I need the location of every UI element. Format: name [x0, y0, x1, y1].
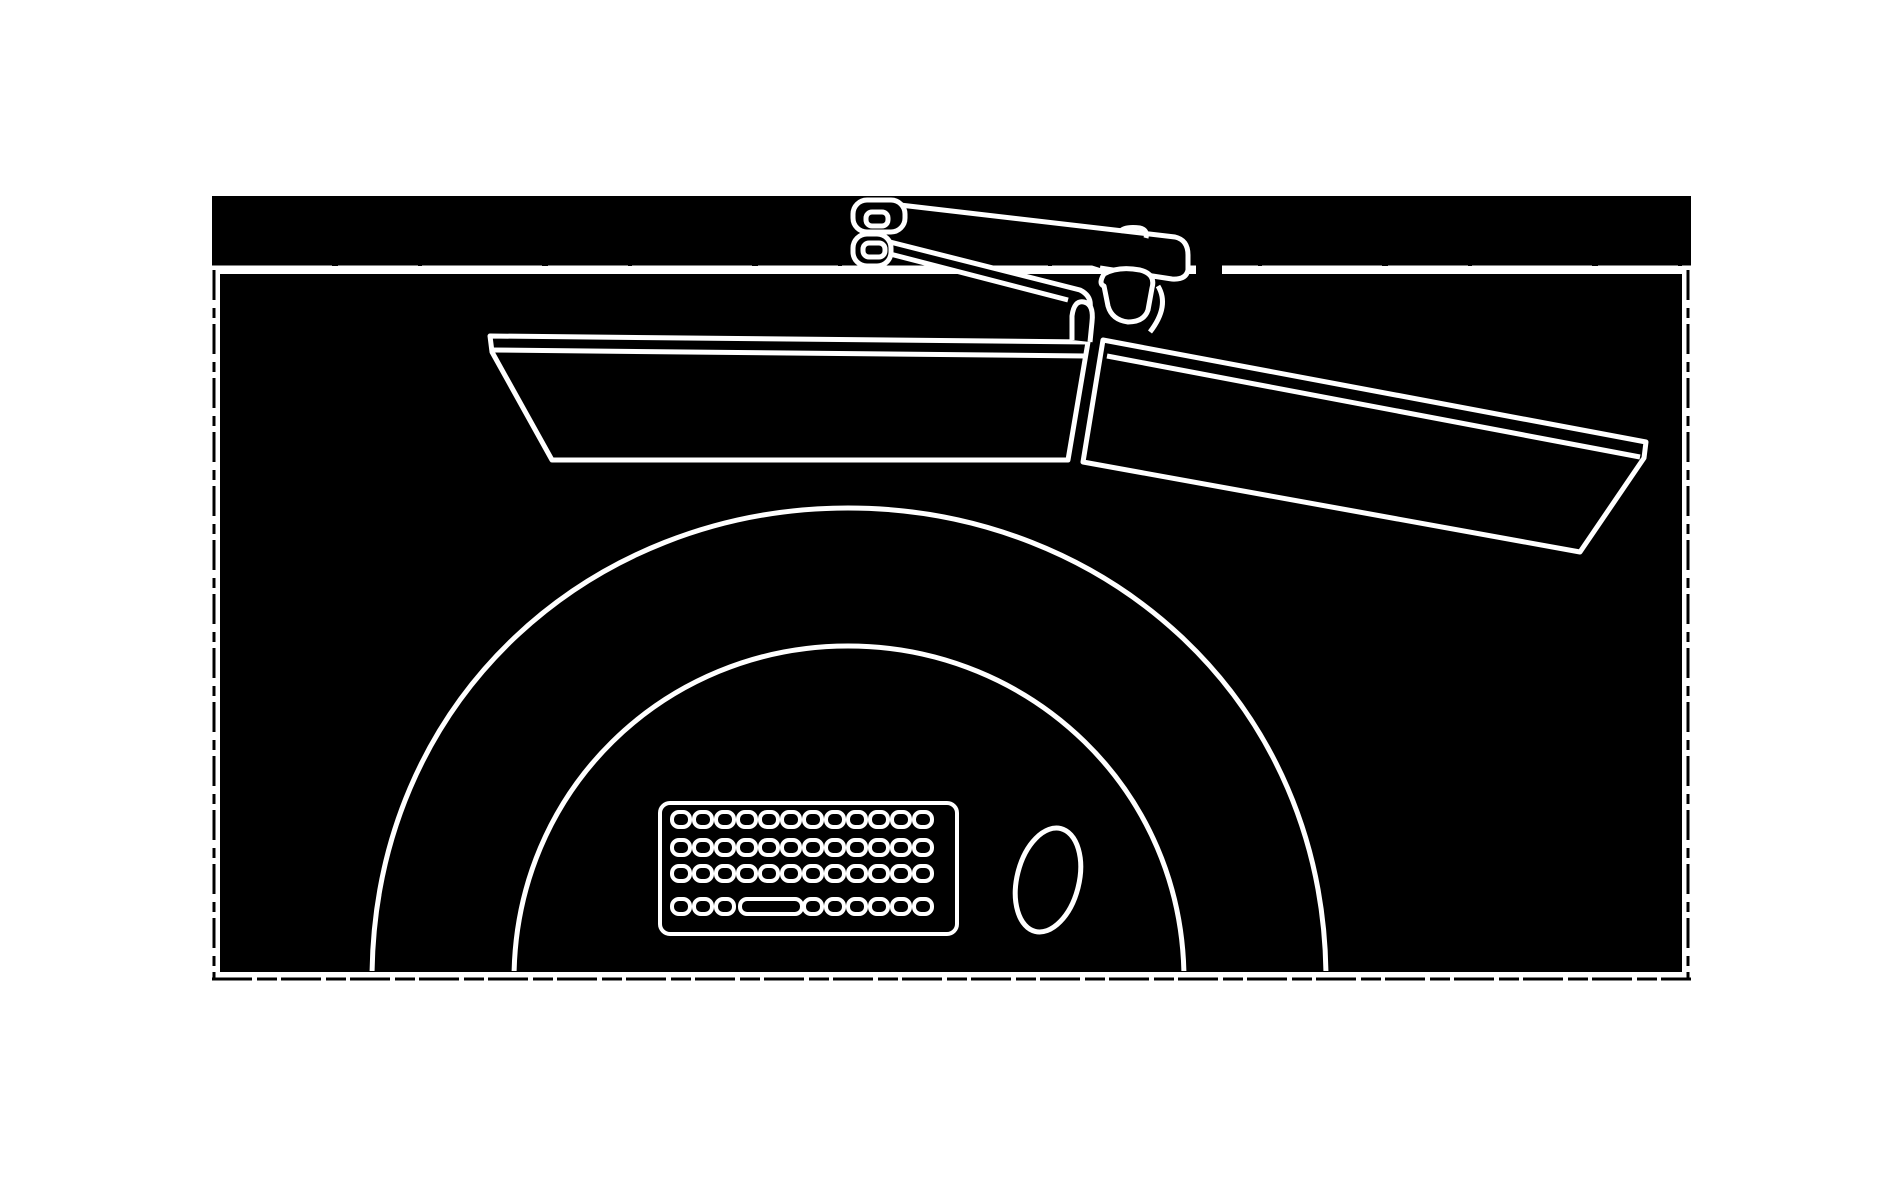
left-monitor	[487, 333, 1091, 463]
monitor-arm	[850, 197, 1191, 343]
outer-reach-arc	[369, 505, 1329, 971]
spacebar	[738, 897, 804, 916]
mouse	[1012, 825, 1084, 935]
wall-region	[212, 196, 1691, 266]
inner-reach-arc	[511, 643, 1187, 971]
keyboard-keys	[670, 810, 934, 916]
right-monitor	[1080, 337, 1649, 555]
keyboard	[658, 801, 959, 936]
